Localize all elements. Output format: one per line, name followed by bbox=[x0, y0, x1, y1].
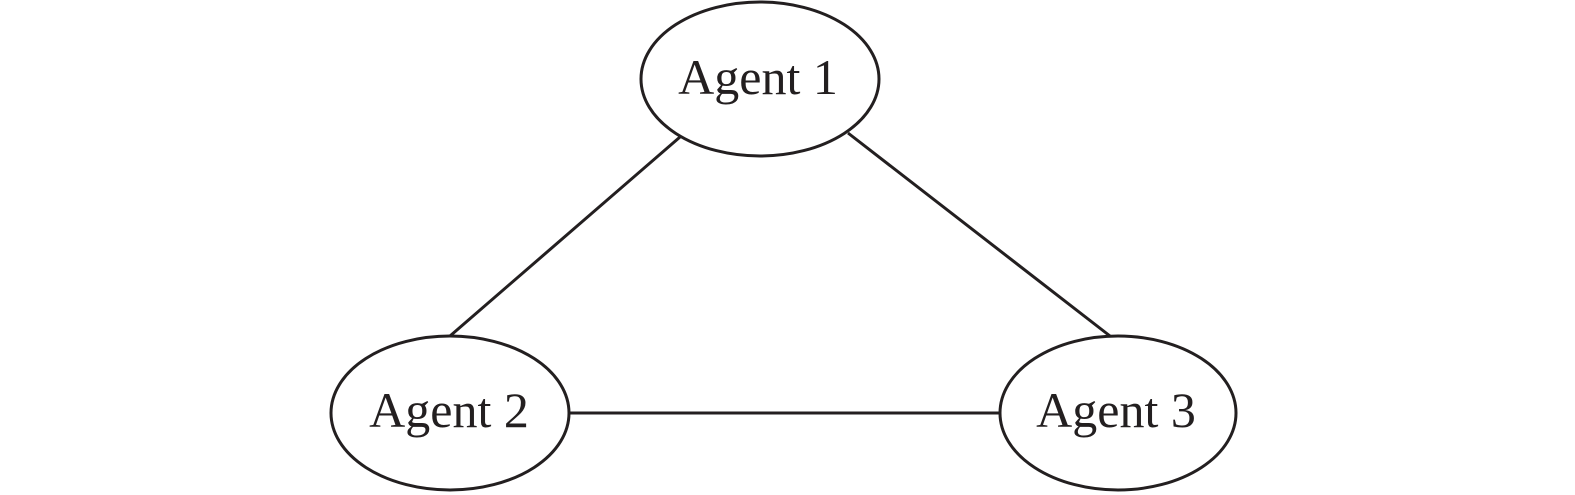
node-agent-2-ellipse bbox=[329, 334, 571, 492]
edge-agent-1-agent-3 bbox=[847, 131, 1111, 338]
node-agent-3-ellipse bbox=[998, 334, 1238, 492]
node-agent-2-label: Agent 2 bbox=[369, 382, 529, 438]
node-agent-2: Agent 2 bbox=[329, 334, 571, 492]
edge-agent-1-agent-2 bbox=[449, 135, 681, 338]
node-agent-3-label: Agent 3 bbox=[1036, 382, 1196, 438]
node-agent-1: Agent 1 bbox=[639, 0, 881, 158]
edges bbox=[449, 131, 1111, 415]
node-agent-1-label: Agent 1 bbox=[678, 49, 838, 105]
node-agent-3: Agent 3 bbox=[998, 334, 1238, 492]
node-agent-1-ellipse bbox=[639, 0, 881, 158]
